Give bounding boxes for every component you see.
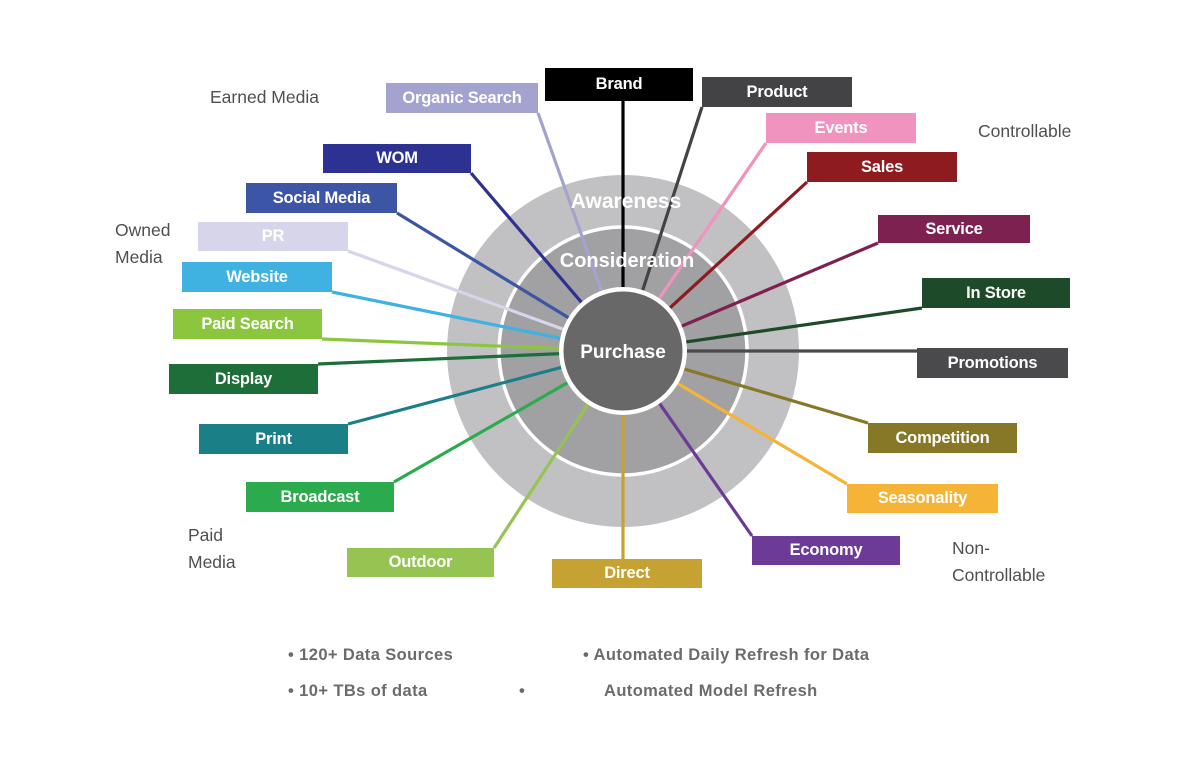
stat-data-sources: • 120+ Data Sources xyxy=(288,646,454,664)
side-label-non-controllable: Non- Controllable xyxy=(952,535,1045,589)
side-label-controllable: Controllable xyxy=(978,118,1071,145)
side-label-line: Earned Media xyxy=(210,87,319,107)
stat-bullet: • xyxy=(519,682,526,700)
side-label-line: Paid xyxy=(188,525,224,545)
node-website: Website xyxy=(182,262,332,292)
node-organic-search: Organic Search xyxy=(386,83,538,113)
ring-label-consideration: Consideration xyxy=(560,250,694,272)
side-label-line: Controllable xyxy=(952,565,1046,586)
side-label-line: Media xyxy=(115,247,163,268)
node-economy: Economy xyxy=(752,536,900,565)
ring-label-purchase: Purchase xyxy=(580,342,666,363)
stat-daily-refresh: • Automated Daily Refresh for Data xyxy=(583,646,870,664)
purchase-circle xyxy=(563,291,683,411)
stat-model-refresh: Automated Model Refresh xyxy=(604,682,818,700)
node-seasonality: Seasonality xyxy=(847,484,998,513)
node-promotions: Promotions xyxy=(917,348,1068,378)
side-label-line: Media xyxy=(188,552,236,573)
node-in-store: In Store xyxy=(922,278,1070,308)
node-direct: Direct xyxy=(552,559,702,588)
node-outdoor: Outdoor xyxy=(347,548,494,577)
node-sales: Sales xyxy=(807,152,957,182)
node-product: Product xyxy=(702,77,852,107)
side-label-earned-media: Earned Media xyxy=(210,84,319,111)
node-display: Display xyxy=(169,364,318,394)
node-social-media: Social Media xyxy=(246,183,397,213)
node-brand: Brand xyxy=(545,68,693,101)
node-events: Events xyxy=(766,113,916,143)
node-pr: PR xyxy=(198,222,348,251)
node-wom: WOM xyxy=(323,144,471,173)
side-label-line: Non- xyxy=(952,538,990,558)
node-paid-search: Paid Search xyxy=(173,309,322,339)
side-label-line: Owned xyxy=(115,220,171,240)
node-print: Print xyxy=(199,424,348,454)
ring-label-awareness: Awareness xyxy=(571,190,682,213)
node-competition: Competition xyxy=(868,423,1017,453)
side-label-line: Controllable xyxy=(978,121,1072,141)
node-service: Service xyxy=(878,215,1030,243)
stat-tbs-of-data: • 10+ TBs of data xyxy=(288,682,428,700)
node-broadcast: Broadcast xyxy=(246,482,394,512)
